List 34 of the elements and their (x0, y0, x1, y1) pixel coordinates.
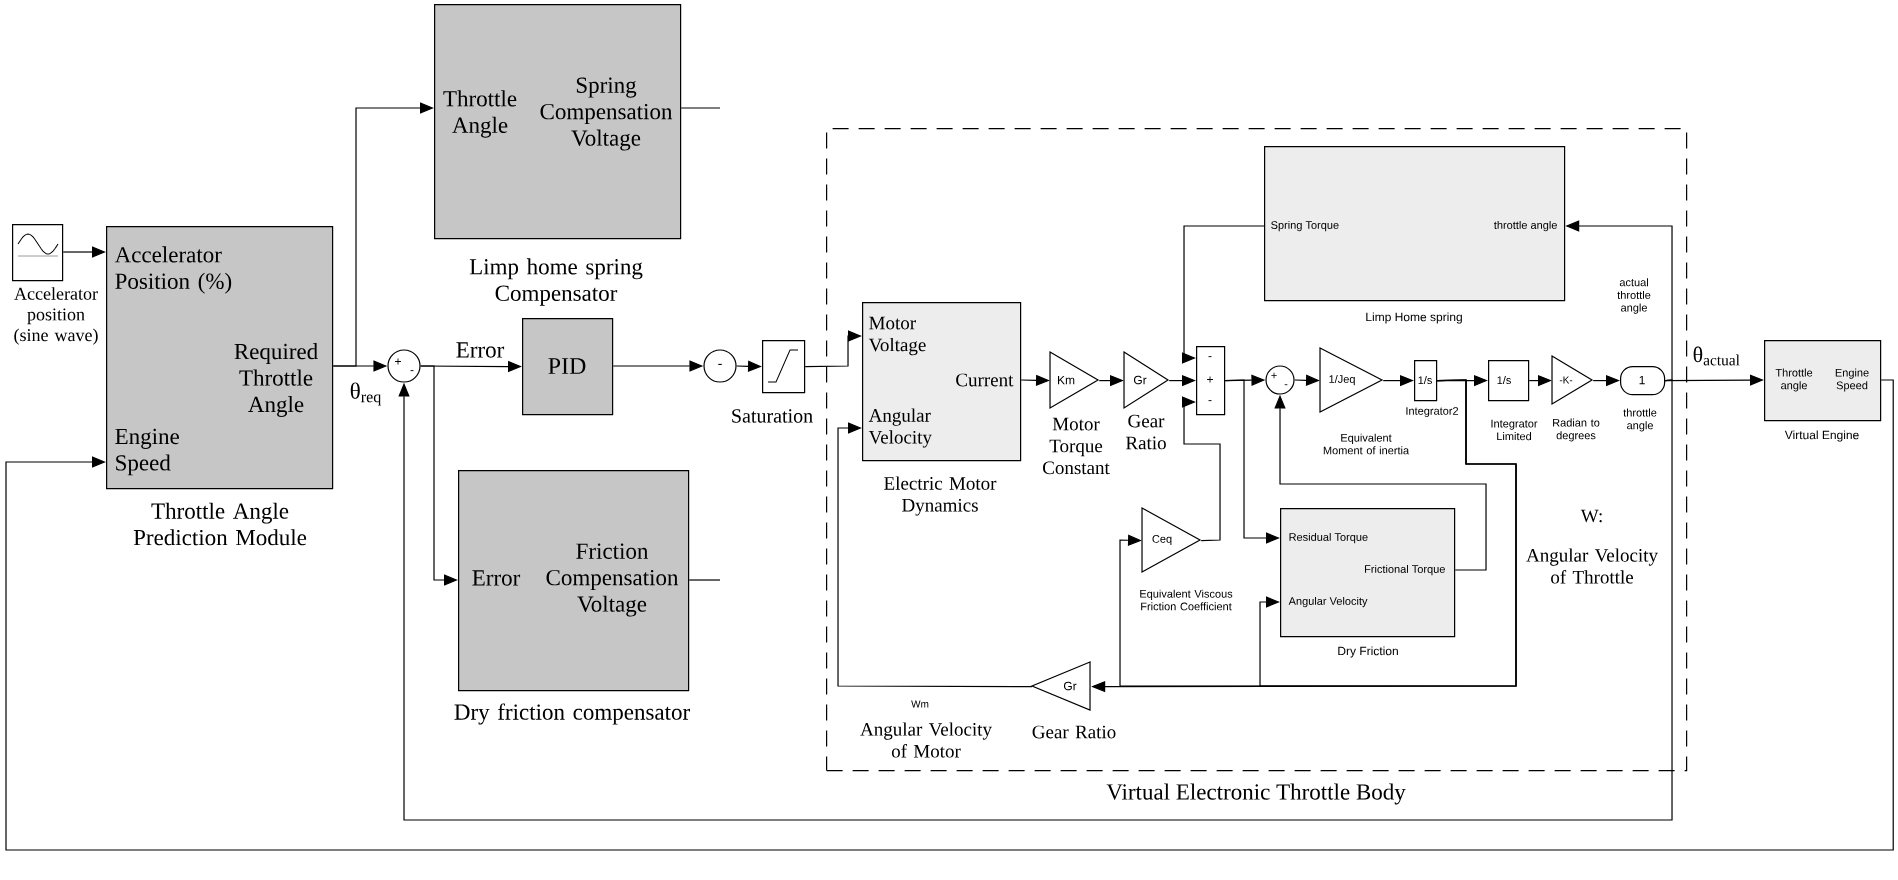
block-caption: Saturation (732, 409, 813, 423)
signal-line (680, 107, 721, 109)
signal-label: Angular Velocity of Throttle (1526, 548, 1658, 584)
pid-block: PID (522, 318, 614, 416)
signal-arrow (1181, 225, 1265, 364)
block-caption: Gear Ratio (1125, 414, 1166, 450)
node-label: Throttle Angle (443, 90, 517, 138)
node-label: Required Throttle Angle (234, 343, 318, 417)
node-label: Spring Compensation Voltage (540, 77, 673, 151)
node-label: Engine Speed (115, 428, 179, 476)
subsystem-block: Accelerator Position (%) Required Throttle Angle Engine Speed (106, 226, 334, 490)
signal-arrow (1181, 396, 1221, 542)
signal-label: Angular Velocity of Motor (860, 722, 992, 758)
signal-line (688, 579, 721, 581)
block-caption: Limp home spring Compensator (469, 258, 643, 306)
block-caption: Electric Motor Dynamics (884, 476, 997, 516)
block-caption: Accelerator position (sine wave) (14, 287, 98, 345)
edge-label: Error (453, 340, 507, 360)
signal-arrow (837, 422, 1033, 688)
block-caption: Dry friction compensator (454, 703, 690, 725)
signal-arrow (398, 379, 1673, 821)
signal-arrow (5, 379, 1894, 851)
signal-label: θ$_{actual}$ (1693, 346, 1740, 366)
node-label: Accelerator Position (%) (114, 246, 232, 294)
block-caption: Throttle Angle Prediction Module (133, 502, 307, 546)
block-caption: Gear Ratio (1032, 725, 1116, 739)
subsystem-block: Throttle Angle Spring Compensation Voltage (434, 4, 682, 240)
signal-label: θ$_{req}$ (350, 382, 381, 406)
subsystem-block: Motor Voltage Current Angular Velocity (862, 302, 1022, 462)
node-label: Virtual Electronic Throttle Body (1106, 783, 1406, 805)
block-caption: Motor Torque Constant (1043, 417, 1110, 475)
subsystem-block: Error Friction Compensation Voltage (458, 470, 690, 692)
signal-arrow (1259, 379, 1517, 687)
signal-label: W: (1580, 509, 1602, 523)
